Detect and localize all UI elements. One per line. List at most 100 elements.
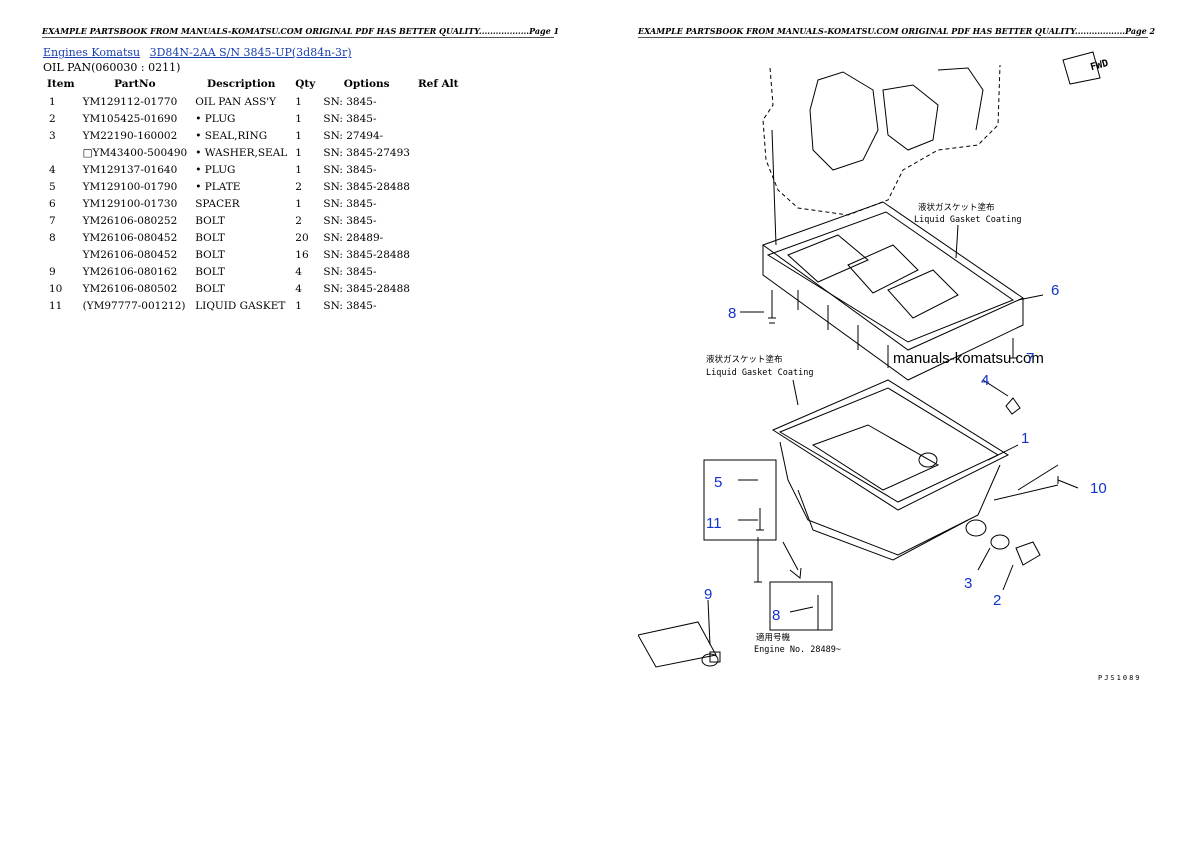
partno-cell: YM26106-080452 — [82, 248, 178, 261]
breadcrumb-link-model[interactable]: 3D84N-2AA S/N 3845-UP(3d84n-3r) — [149, 46, 352, 59]
col-ref-alt: Ref Alt — [417, 78, 459, 90]
options-cell: SN: 3845- — [323, 197, 377, 210]
callout-10: 11 — [706, 515, 722, 532]
options-cell: SN: 3845- — [323, 214, 377, 227]
engine-no-note-en: Engine No. 28489~ — [754, 645, 841, 655]
breadcrumb-link-engines[interactable]: Engines Komatsu — [43, 46, 141, 59]
ref-alt-cell — [414, 144, 463, 161]
options-cell: SN: 3845-28488 — [323, 282, 410, 295]
item-cell: 11 — [49, 299, 63, 312]
ref-alt-cell — [414, 110, 463, 127]
options-cell: SN: 3845- — [323, 95, 377, 108]
parts-diagram: FWD 液状ガスケット塗布 Liquid Gasket Coating 液状ガス… — [637, 50, 1158, 690]
options-cell: SN: 3845- — [323, 163, 377, 176]
description-cell: • SEAL,RING — [195, 129, 268, 142]
oil-pan-exploded-view: FWD 液状ガスケット塗布 Liquid Gasket Coating 液状ガス… — [637, 51, 1140, 682]
options-cell: SN: 3845- — [323, 265, 377, 278]
description-cell: • PLUG — [195, 112, 236, 125]
gasket-note-en-upper: Liquid Gasket Coating — [914, 215, 1021, 225]
options-cell: SN: 28489- — [323, 231, 384, 244]
qty-cell: 1 — [295, 299, 302, 312]
ref-alt-cell — [414, 297, 463, 314]
partno-cell: YM129100-01790 — [82, 180, 178, 193]
callout-8-inset: 8 — [772, 607, 780, 624]
callout-6: 6 — [1051, 282, 1059, 299]
ref-alt-cell — [414, 246, 463, 263]
table-row: YM26106-080452 BOLT 16 SN: 3845-28488 — [43, 246, 463, 263]
table-row: 1 YM129112-01770 OIL PAN ASS'Y 1 SN: 3845- — [43, 93, 463, 110]
description-cell: • PLUG — [195, 163, 236, 176]
partno-cell: YM129112-01770 — [82, 95, 178, 108]
description-cell: • WASHER,SEAL — [195, 146, 288, 159]
partno-cell: YM129137-01640 — [82, 163, 178, 176]
description-cell: BOLT — [195, 248, 225, 261]
item-cell — [43, 144, 79, 161]
item-cell: 7 — [49, 214, 56, 227]
qty-cell: 4 — [295, 282, 302, 295]
breadcrumb: Engines Komatsu 3D84N-2AA S/N 3845-UP(3d… — [43, 46, 358, 59]
callout-1: 1 — [1021, 430, 1029, 447]
callout-9: 10 — [1090, 480, 1107, 497]
table-row: 10 YM26106-080502 BOLT 4 SN: 3845-28488 — [43, 280, 463, 297]
watermark: manuals-komatsu.com — [893, 350, 1044, 367]
options-cell: SN: 3845- — [323, 299, 377, 312]
gasket-note-en-lower: Liquid Gasket Coating — [706, 368, 813, 378]
item-cell: 2 — [49, 112, 56, 125]
item-cell: 5 — [49, 180, 56, 193]
description-cell: SPACER — [195, 197, 240, 210]
ref-alt-cell — [414, 127, 463, 144]
callout-7: 7 — [1026, 350, 1034, 367]
ref-alt-cell — [414, 212, 463, 229]
page-header-left: EXAMPLE PARTSBOOK FROM MANUALS-KOMATSU.C… — [42, 26, 560, 38]
options-cell: SN: 3845-28488 — [323, 180, 410, 193]
qty-cell: 20 — [295, 231, 309, 244]
description-cell: • PLATE — [195, 180, 241, 193]
item-cell: 3 — [49, 129, 56, 142]
callout-8-upper: 8 — [728, 305, 736, 322]
qty-cell: 2 — [295, 180, 302, 193]
description-cell: LIQUID GASKET — [195, 299, 286, 312]
callout-3: 3 — [964, 575, 972, 592]
ref-alt-cell — [414, 93, 463, 110]
options-cell: SN: 3845-28488 — [323, 248, 410, 261]
table-row: □YM43400-500490 • WASHER,SEAL 1 SN: 3845-27… — [43, 144, 463, 161]
partno-cell: YM129100-01730 — [82, 197, 178, 210]
item-cell: 1 — [49, 95, 56, 108]
ref-alt-cell — [414, 263, 463, 280]
qty-cell: 1 — [295, 129, 302, 142]
col-qty: Qty — [295, 78, 316, 90]
item-cell: 10 — [49, 282, 63, 295]
qty-cell: 16 — [295, 248, 309, 261]
item-cell: 9 — [49, 265, 56, 278]
partno-cell: YM26106-080252 — [82, 214, 178, 227]
item-cell — [43, 246, 79, 263]
options-cell: SN: 3845- — [323, 112, 377, 125]
partno-cell: YM22190-160002 — [82, 129, 178, 142]
fwd-label: FWD — [1089, 58, 1109, 73]
qty-cell: 1 — [295, 95, 302, 108]
col-item: Item — [47, 78, 75, 90]
page-header-right: EXAMPLE PARTSBOOK FROM MANUALS-KOMATSU.C… — [638, 26, 1156, 38]
ref-alt-cell — [414, 178, 463, 195]
description-cell: OIL PAN ASS'Y — [195, 95, 277, 108]
options-cell: SN: 3845-27493 — [323, 146, 410, 159]
col-description: Description — [207, 78, 276, 90]
ref-alt-cell — [414, 229, 463, 246]
qty-cell: 1 — [295, 146, 302, 159]
callout-2: 2 — [993, 592, 1001, 609]
item-cell: 8 — [49, 231, 56, 244]
ref-alt-cell — [414, 161, 463, 178]
description-cell: BOLT — [195, 214, 225, 227]
section-title: OIL PAN(060030 : 0211) — [43, 61, 181, 74]
description-cell: BOLT — [195, 282, 225, 295]
callout-4: 4 — [981, 372, 989, 389]
partno-cell: □YM43400-500490 — [82, 146, 188, 159]
item-cell: 6 — [49, 197, 56, 210]
engine-no-note-jp: 適用号機 — [756, 632, 791, 643]
partno-cell: YM26106-080502 — [82, 282, 178, 295]
